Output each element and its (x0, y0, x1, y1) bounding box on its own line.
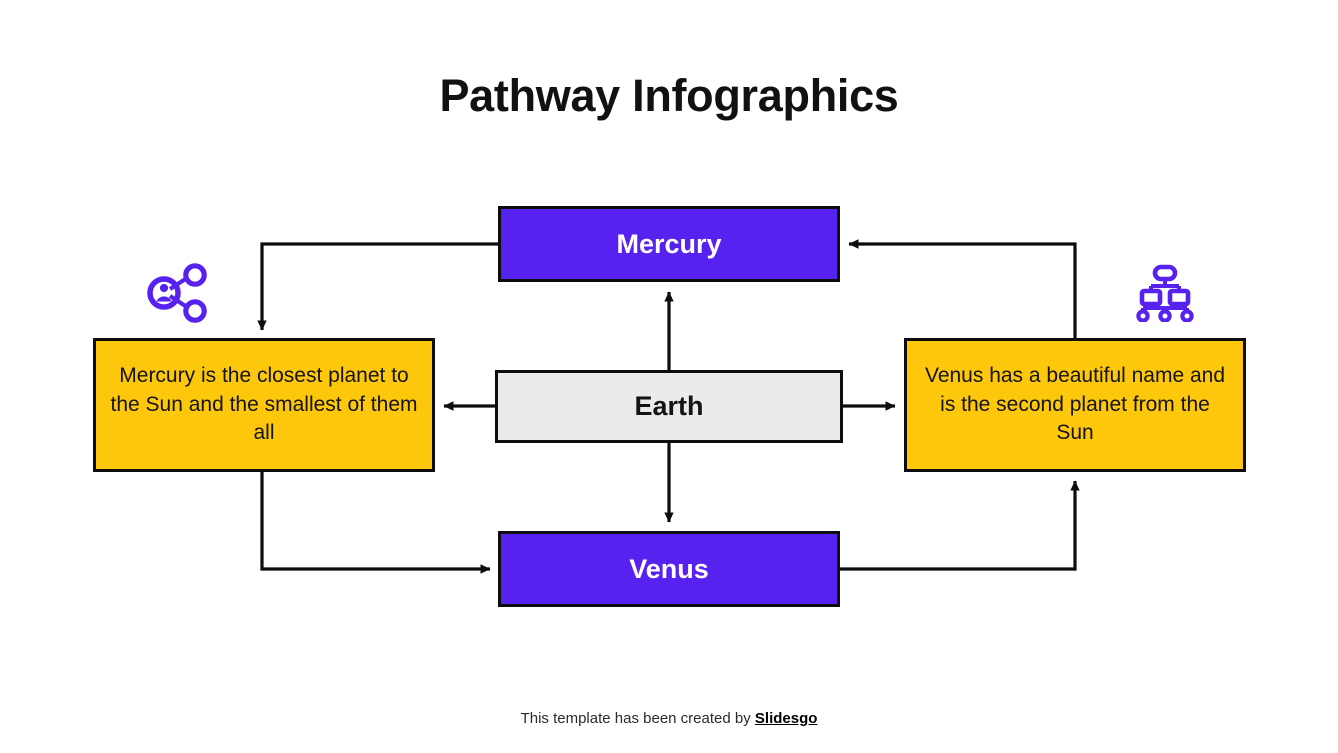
share-network-icon (143, 262, 209, 324)
page-title: Pathway Infographics (439, 70, 899, 121)
connector-venus-desc-to-mercury (848, 239, 1077, 338)
footer-credit-text: This template has been created by (520, 710, 755, 727)
hierarchy-org-chart-icon (1134, 264, 1196, 323)
connector-mercury-to-mercury-desc (257, 242, 498, 331)
connector-venus-to-venus-desc (840, 480, 1080, 571)
node-earth-label: Earth (634, 391, 704, 422)
footer-credit: This template has been created by Slides… (0, 710, 1338, 727)
slidesgo-link[interactable]: Slidesgo (754, 710, 818, 727)
node-mercury-description-text: Mercury is the closest planet to the Sun… (110, 364, 418, 445)
node-mercury-description[interactable]: Mercury is the closest planet to the Sun… (93, 338, 435, 472)
connector-mercury-desc-to-venus (260, 472, 491, 574)
node-venus-description[interactable]: Venus has a beautiful name and is the se… (904, 338, 1246, 472)
node-mercury[interactable]: Mercury (498, 206, 840, 282)
node-mercury-label: Mercury (616, 228, 722, 259)
node-venus[interactable]: Venus (498, 531, 840, 607)
node-earth[interactable]: Earth (495, 370, 843, 443)
node-venus-description-text: Venus has a beautiful name and is the se… (924, 364, 1226, 445)
node-venus-label: Venus (629, 553, 709, 584)
